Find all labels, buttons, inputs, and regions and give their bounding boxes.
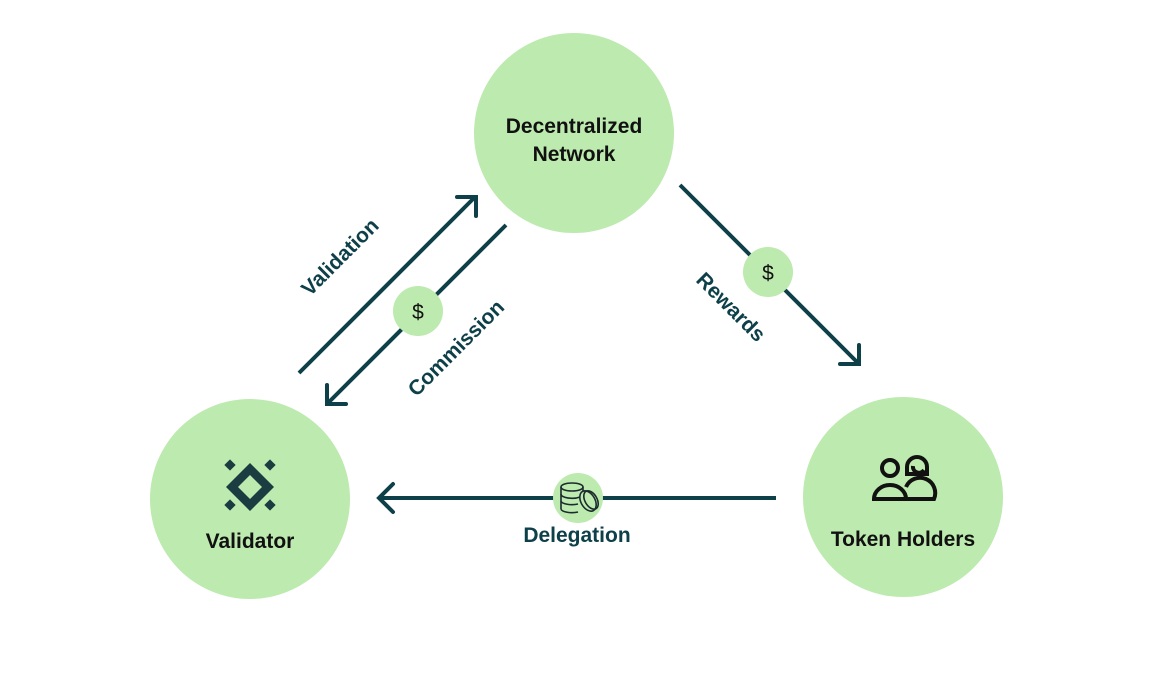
node-circle [474, 33, 674, 233]
node-label: Token Holders [831, 528, 975, 551]
edge-label: Delegation [523, 524, 630, 547]
node-validator: Validator [150, 399, 350, 599]
arrow-head [376, 482, 395, 514]
coins-icon [560, 482, 600, 514]
users-icon [871, 455, 938, 501]
node-label-line2: Network [533, 143, 616, 166]
dollar-icon: $ [762, 262, 774, 285]
node-label-line1: Decentralized [506, 115, 643, 138]
edge-label: Validation [297, 214, 383, 300]
commission-badge: $ [393, 286, 443, 336]
rewards-badge: $ [743, 247, 793, 297]
node-token-holders: Token Holders [803, 397, 1003, 597]
edge-rewards: $ Rewards [678, 183, 861, 366]
edge-delegation: Delegation [376, 473, 776, 547]
node-decentralized-network: Decentralized Network [474, 33, 674, 233]
node-label: Validator [206, 530, 295, 553]
dollar-icon: $ [412, 301, 424, 324]
validator-diamond-icon [224, 459, 276, 511]
arrow-head [455, 195, 478, 218]
arrow-head [325, 383, 348, 406]
arrow-line [297, 195, 477, 375]
delegation-badge [553, 473, 603, 523]
arrow-head [838, 343, 861, 366]
